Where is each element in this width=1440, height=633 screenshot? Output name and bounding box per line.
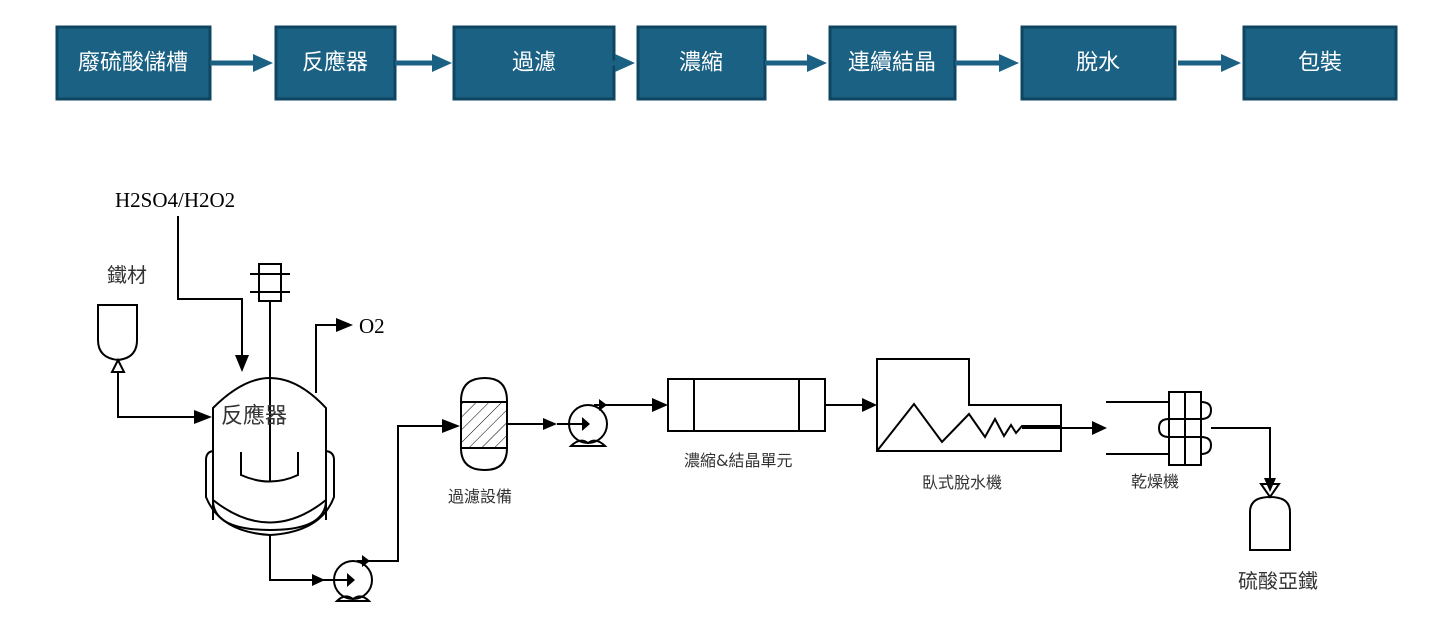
- flow-step-label: 脫水: [1076, 51, 1120, 76]
- flow-step-continuous-crystallization[interactable]: 連續結晶: [828, 25, 957, 101]
- flow-step-waste-acid-tank[interactable]: 廢硫酸儲槽: [55, 25, 212, 101]
- flow-step-concentration[interactable]: 濃縮: [636, 25, 767, 101]
- arrowhead: [312, 574, 325, 586]
- product-container: [1249, 495, 1291, 551]
- filter-equipment[interactable]: [460, 376, 508, 472]
- product-label: 硫酸亞鐵: [1238, 569, 1318, 593]
- arrowhead: [194, 410, 212, 424]
- acid-feed-label: H2SO4/H2O2: [115, 188, 235, 212]
- flow-arrow: [765, 54, 827, 72]
- centrifuge-label: 臥式脫水機: [922, 473, 1002, 492]
- flow-step-dewatering[interactable]: 脫水: [1020, 25, 1177, 101]
- concentration-crystallization-unit[interactable]: [667, 378, 826, 432]
- flow-arrow: [1178, 54, 1241, 72]
- flow-step-label: 連續結晶: [848, 51, 936, 76]
- horizontal-centrifuge[interactable]: [876, 358, 1062, 452]
- arrowhead: [543, 418, 557, 430]
- flow-step-reactor[interactable]: 反應器: [274, 25, 397, 101]
- arrowhead: [1092, 421, 1107, 435]
- iron-hopper: [97, 304, 138, 362]
- arrowhead: [336, 318, 353, 332]
- arrowhead: [442, 419, 460, 433]
- dryer[interactable]: [1106, 391, 1213, 466]
- arrowhead: [652, 398, 668, 412]
- flow-step-packaging[interactable]: 包裝: [1242, 25, 1398, 101]
- flow-step-label: 濃縮: [679, 51, 723, 76]
- arrowhead: [862, 398, 877, 412]
- block-flow: 廢硫酸儲槽 反應器 過濾 濃縮: [55, 25, 1398, 101]
- o2-label: O2: [359, 314, 385, 338]
- arrowhead: [235, 355, 249, 372]
- pump-2[interactable]: [557, 399, 653, 447]
- agitator-motor: [250, 263, 290, 482]
- o2-outlet-line: [315, 324, 338, 393]
- acid-feed-line: [177, 216, 243, 357]
- pump-1[interactable]: [323, 425, 444, 602]
- flow-arrow: [395, 54, 452, 72]
- flow-step-label: 過濾: [512, 51, 556, 76]
- reactor-label: 反應器: [221, 403, 287, 429]
- flow-step-label: 廢硫酸儲槽: [78, 51, 188, 76]
- flow-step-label: 包裝: [1298, 51, 1342, 76]
- arrowhead: [1264, 478, 1276, 492]
- iron-feed-line: [117, 372, 196, 418]
- flow-arrow: [210, 54, 273, 72]
- dryer-outlet-line: [1211, 427, 1271, 478]
- concentration-crystallization-label: 濃縮&結晶單元: [684, 451, 792, 470]
- flow-step-label: 反應器: [302, 50, 368, 76]
- dryer-label: 乾燥機: [1131, 472, 1179, 491]
- iron-feed-label: 鐵材: [107, 263, 147, 287]
- reactor-outlet-line: [269, 535, 313, 581]
- flow-arrow: [955, 54, 1019, 72]
- filter-label: 過濾設備: [448, 487, 512, 506]
- flow-arrow: [580, 54, 635, 72]
- valve-triangle-icon: [110, 357, 126, 373]
